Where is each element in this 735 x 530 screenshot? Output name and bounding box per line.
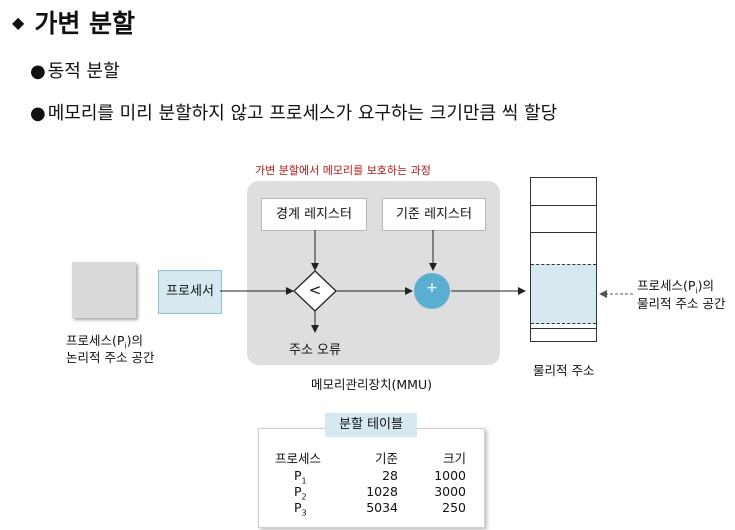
address-error-label: 주소 오류 <box>289 343 341 358</box>
diamond-bullet-icon: ◆ <box>12 12 25 32</box>
table-header-size: 크기 <box>442 451 466 466</box>
table-cell-size: 3000 <box>434 484 466 499</box>
process-memory-region <box>531 264 596 324</box>
physical-memory-block <box>530 177 597 342</box>
bullet-text: 메모리를 미리 분할하지 않고 프로세스가 요구하는 크기만큼 씩 할당 <box>47 103 558 124</box>
comparator-diamond-icon <box>293 270 337 312</box>
logical-address-space-box <box>72 262 136 318</box>
table-cell-base: 1028 <box>366 484 398 499</box>
partition-table-title: 분할 테이블 <box>325 413 417 437</box>
bullet-dot-icon: ● <box>30 61 46 82</box>
table-cell-base: 5034 <box>366 500 398 515</box>
bullet-text: 동적 분할 <box>47 61 120 82</box>
logical-space-label: 프로세스(Pi)의 <box>66 333 144 351</box>
handwritten-note: 가변 분할에서 메모리를 보호하는 과정 <box>255 164 431 177</box>
table-row: P2 <box>294 484 307 502</box>
table-header-process: 프로세스 <box>275 451 322 466</box>
page-title-text: 가변 분할 <box>34 9 136 38</box>
adder-symbol: + <box>426 280 438 296</box>
table-cell-size: 250 <box>442 500 466 515</box>
bullet-dot-icon: ● <box>30 103 46 124</box>
base-register-box: 기준 레지스터 <box>382 198 486 231</box>
table-cell-size: 1000 <box>434 468 466 483</box>
logical-space-label-2: 논리적 주소 공간 <box>66 350 155 365</box>
physical-space-label-2: 물리적 주소 공간 <box>637 296 726 311</box>
adder-circle-icon <box>414 273 450 309</box>
partition-table <box>258 428 485 528</box>
bound-register-box: 경계 레지스터 <box>261 198 367 231</box>
page-title: ◆ 가변 분할 <box>12 4 135 40</box>
physical-space-label: 프로세스(Pi)의 <box>637 278 715 296</box>
table-header-base: 기준 <box>374 451 398 466</box>
compare-symbol: < <box>308 281 322 299</box>
table-row: P3 <box>294 500 307 518</box>
processor-box: 프로세서 <box>158 270 222 314</box>
bullet-item-2: ●메모리를 미리 분할하지 않고 프로세스가 요구하는 크기만큼 씩 할당 <box>30 99 557 125</box>
table-row: P1 <box>294 468 307 486</box>
table-cell-base: 28 <box>382 468 398 483</box>
physical-address-label: 물리적 주소 <box>533 363 595 378</box>
mmu-label: 메모리관리장치(MMU) <box>311 377 432 392</box>
bullet-item-1: ●동적 분할 <box>30 57 120 83</box>
